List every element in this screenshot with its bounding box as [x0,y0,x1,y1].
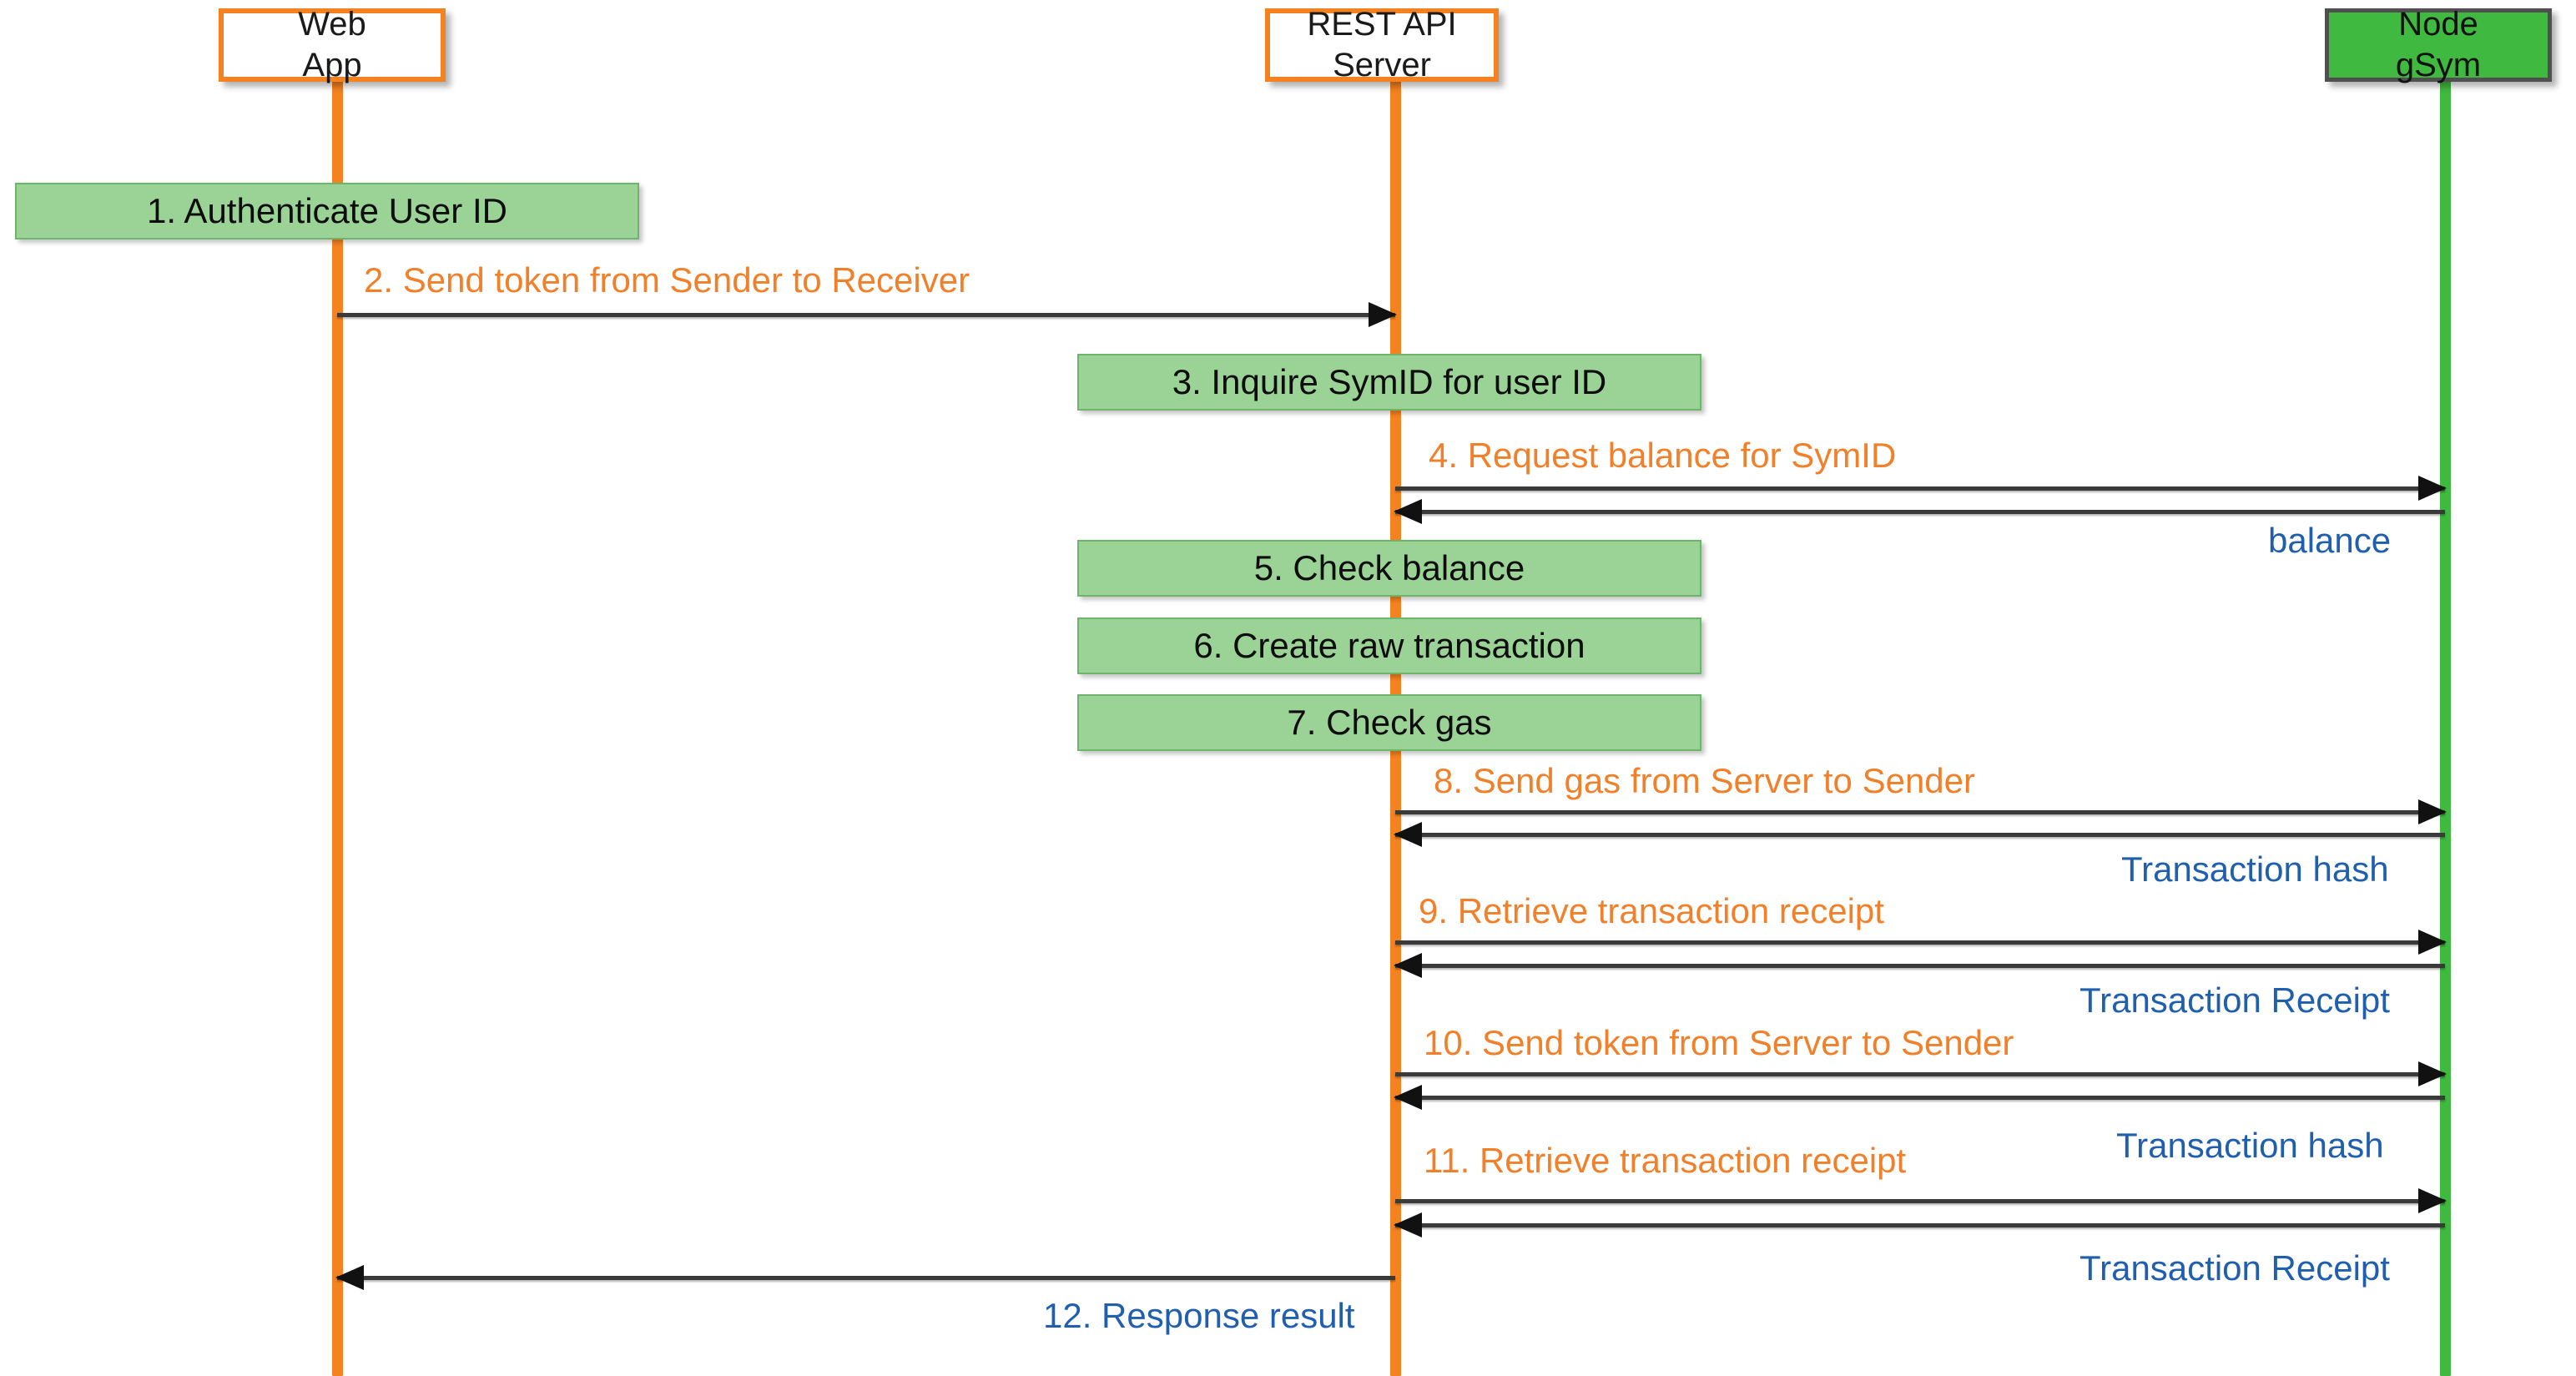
arrow-shaft [1395,940,2445,945]
arrow-head-left [1394,499,1422,524]
action-box-step-3[interactable]: 3. Inquire SymID for user ID [1077,354,1701,411]
arrow-head-right [2418,1188,2447,1213]
arrow-shaft [1395,510,2445,514]
arrow-shaft [1395,964,2445,968]
message-label-msg-11: 11. Retrieve transaction receipt [1424,1141,1907,1180]
arrow-head-right [2418,476,2447,501]
message-label-msg-10: 10. Send token from Server to Sender [1424,1023,2014,1062]
actor-header-node-gsym[interactable]: Node gSym [2325,6,2552,83]
arrow-head-left [1394,953,1422,978]
actor-rest-api-line2: Server [1333,47,1431,83]
action-box-step-1[interactable]: 1. Authenticate User ID [15,183,639,239]
actor-rest-api-line1: REST API [1307,6,1457,43]
arrow-head-right [2418,799,2447,824]
arrow-shaft [337,1276,1395,1280]
arrow-head-right [2418,1061,2447,1086]
actor-header-rest-api[interactable]: REST API Server [1265,6,1499,83]
arrow-shaft [337,313,1395,317]
message-label-msg-4r: balance [2268,521,2392,560]
arrow-head-right [1369,302,1397,327]
arrow-shaft [1395,1223,2445,1227]
actor-node-gsym-line1: Node [2398,6,2478,43]
actor-web-app-line1: Web [298,6,366,43]
lifeline-node-gsym [2440,73,2451,1376]
message-label-msg-8r: Transaction hash [2121,849,2389,889]
arrow-head-left [1394,1085,1422,1110]
actor-web-app-line2: App [302,47,362,83]
message-label-msg-4: 4. Request balance for SymID [1429,436,1897,475]
message-label-msg-12: 12. Response result [1043,1296,1355,1335]
arrow-head-left [1394,822,1422,847]
arrow-shaft [1395,1199,2445,1203]
message-label-msg-8: 8. Send gas from Server to Sender [1434,761,1976,800]
action-box-step-6[interactable]: 6. Create raw transaction [1077,617,1701,674]
message-label-msg-11r: Transaction Receipt [2079,1248,2390,1288]
arrow-shaft [1395,486,2445,491]
arrow-shaft [1395,810,2445,814]
action-box-step-7[interactable]: 7. Check gas [1077,694,1701,751]
message-label-msg-9r: Transaction Receipt [2079,980,2390,1020]
action-box-step-5[interactable]: 5. Check balance [1077,540,1701,597]
arrow-shaft [1395,1096,2445,1100]
arrow-head-right [2418,930,2447,955]
actor-node-gsym-line2: gSym [2395,47,2482,83]
arrow-shaft [1395,1072,2445,1076]
message-label-msg-9: 9. Retrieve transaction receipt [1419,891,1884,930]
message-label-msg-10r: Transaction hash [2116,1126,2384,1165]
lifeline-web-app [332,73,343,1376]
arrow-head-left [1394,1212,1422,1237]
arrow-head-left [335,1265,364,1290]
actor-header-web-app[interactable]: Web App [219,6,446,83]
arrow-shaft [1395,833,2445,837]
message-label-msg-2: 2. Send token from Sender to Receiver [364,260,970,300]
